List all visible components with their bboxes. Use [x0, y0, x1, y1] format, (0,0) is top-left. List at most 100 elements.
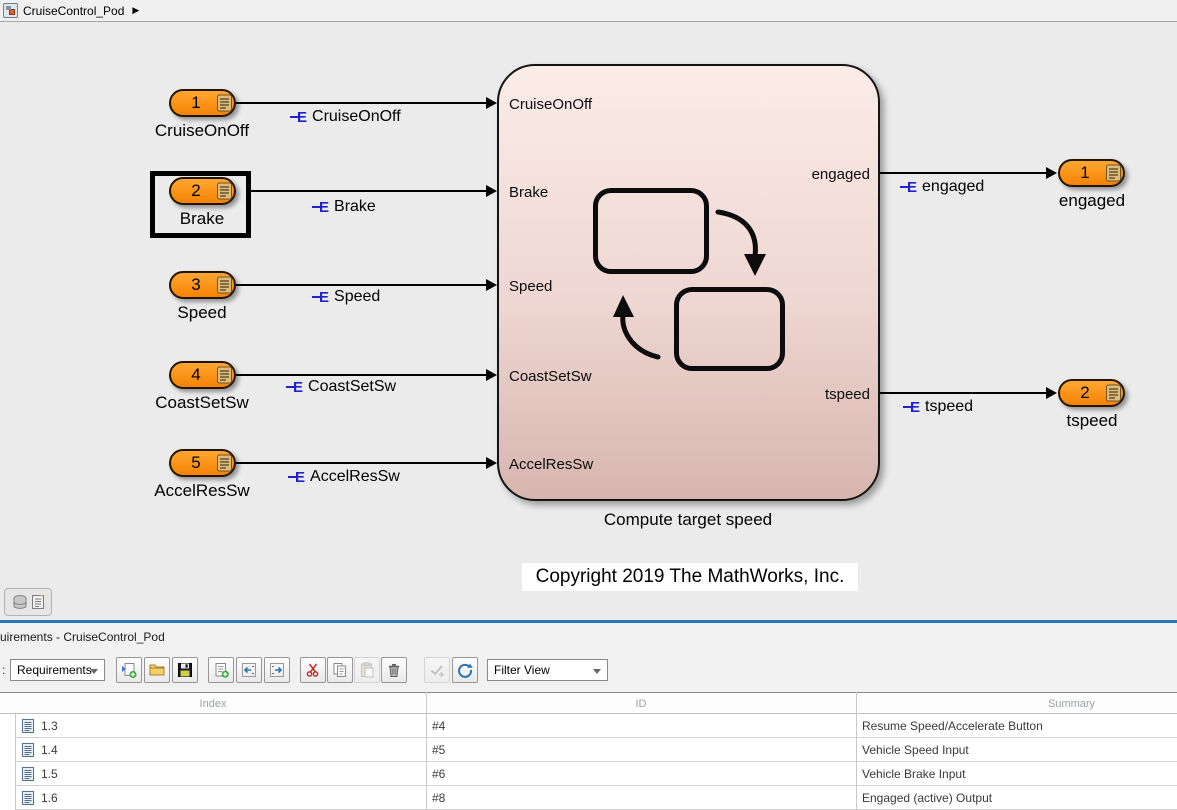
stateflow-chart-block[interactable]: CruiseOnOff Brake Speed CoastSetSw Accel… [497, 64, 880, 501]
add-link-icon [430, 665, 444, 677]
inport-block-accelressw[interactable]: 5 [169, 449, 236, 477]
inport-label[interactable]: Speed [177, 303, 227, 322]
inport-block-cruiseonoff[interactable]: 1 [169, 89, 236, 117]
signal-wire[interactable] [236, 102, 486, 104]
document-icon[interactable] [31, 594, 45, 610]
state-glyph [593, 188, 709, 274]
inport-label[interactable]: AccelResSw [154, 481, 250, 500]
column-header-summary[interactable]: Summary [1047, 698, 1096, 710]
canvas-badge-group[interactable] [4, 588, 52, 616]
signal-wire[interactable] [236, 374, 486, 376]
signal-name: Speed [334, 288, 381, 305]
cell-index: 1.6 [41, 791, 58, 805]
chevron-down-icon [90, 669, 98, 674]
paste-icon [361, 662, 374, 678]
port-number: 1 [191, 93, 201, 112]
table-row[interactable]: 1.4 #5 Vehicle Speed Input [15, 738, 1177, 762]
requirement-badge-icon[interactable] [217, 94, 232, 112]
chart-input-port: Speed [509, 278, 553, 295]
cell-id: #5 [432, 743, 446, 757]
outport-block-engaged[interactable]: 1 [1058, 159, 1125, 187]
requirement-badge-icon[interactable] [217, 454, 232, 472]
selection-rectangle [150, 171, 251, 238]
data-dictionary-icon[interactable] [12, 594, 28, 610]
signal-wire[interactable] [251, 190, 486, 192]
breadcrumb-caret-icon[interactable]: ▶ [132, 5, 140, 16]
signal-wire[interactable] [236, 462, 486, 464]
signal-name: tspeed [925, 398, 974, 415]
dropdown-value: Filter View [494, 663, 550, 677]
requirement-badge-icon[interactable] [217, 182, 232, 200]
new-requirement-set-icon [122, 663, 137, 679]
signal-icon: E [312, 290, 329, 305]
chevron-down-icon [593, 669, 601, 674]
table-row[interactable]: 1.3 #4 Resume Speed/Accelerate Button [15, 714, 1177, 738]
signal-label[interactable]: E Brake [312, 198, 376, 216]
outport-label[interactable]: tspeed [1066, 411, 1118, 430]
signal-label[interactable]: E CoastSetSw [286, 378, 396, 396]
add-link-button[interactable] [424, 657, 450, 683]
signal-label[interactable]: E engaged [900, 178, 984, 196]
requirements-panel: uirements - CruiseControl_Pod : Requirem… [0, 623, 1177, 810]
requirement-badge-icon[interactable] [217, 276, 232, 294]
chart-output-port: engaged [811, 166, 870, 183]
delete-button[interactable] [381, 657, 407, 683]
open-button[interactable] [144, 657, 170, 683]
demote-requirement-button[interactable] [264, 657, 290, 683]
copyright-annotation[interactable]: Copyright 2019 The MathWorks, Inc. [522, 563, 858, 591]
breadcrumb[interactable]: CruiseControl_Pod [23, 3, 125, 18]
wire-arrowhead-icon [486, 369, 497, 381]
signal-label[interactable]: E CruiseOnOff [290, 108, 401, 126]
model-canvas[interactable]: 1 CruiseOnOff 2 Brake 3 Speed 4 CoastSet… [0, 22, 1177, 620]
inport-block-speed[interactable]: 3 [169, 271, 236, 299]
paste-button[interactable] [354, 657, 380, 683]
requirement-badge-icon[interactable] [1106, 384, 1121, 402]
copy-icon [333, 663, 346, 677]
refresh-button[interactable] [452, 657, 478, 683]
requirement-badge-icon[interactable] [1106, 164, 1121, 182]
column-header-id[interactable]: ID [635, 698, 647, 710]
chart-name-label[interactable]: Compute target speed [603, 510, 773, 529]
save-button[interactable] [172, 657, 198, 683]
column-header-index[interactable]: Index [199, 698, 227, 710]
requirements-type-dropdown[interactable]: Requirements [10, 659, 105, 681]
inport-block-brake[interactable]: 2 [169, 177, 236, 205]
signal-wire[interactable] [880, 392, 1047, 394]
table-row[interactable]: 1.5 #6 Vehicle Brake Input [15, 762, 1177, 786]
cut-button[interactable] [300, 657, 326, 683]
cell-summary: Vehicle Brake Input [862, 767, 966, 781]
signal-name: CruiseOnOff [312, 108, 401, 125]
column-divider[interactable] [856, 692, 857, 810]
column-divider[interactable] [426, 692, 427, 810]
wire-arrowhead-icon [1046, 167, 1057, 179]
requirement-badge-icon[interactable] [217, 366, 232, 384]
cell-id: #4 [432, 719, 446, 733]
copy-button[interactable] [327, 657, 353, 683]
signal-label[interactable]: E AccelResSw [288, 468, 400, 486]
cut-icon [306, 663, 319, 677]
signal-label[interactable]: E Speed [312, 288, 380, 306]
promote-requirement-button[interactable] [236, 657, 262, 683]
wire-arrowhead-icon [486, 279, 497, 291]
add-requirement-button[interactable] [208, 657, 234, 683]
signal-wire[interactable] [236, 284, 486, 286]
cell-summary: Engaged (active) Output [862, 791, 993, 805]
panel-divider[interactable] [0, 620, 1177, 623]
port-number: 2 [1080, 383, 1090, 402]
new-requirement-set-button[interactable] [116, 657, 142, 683]
outport-block-tspeed[interactable]: 2 [1058, 379, 1125, 407]
requirement-doc-icon [22, 719, 34, 733]
table-row[interactable]: 1.6 #8 Engaged (active) Output [15, 786, 1177, 810]
inport-label[interactable]: Brake [179, 209, 225, 228]
inport-label[interactable]: CruiseOnOff [154, 121, 250, 140]
inport-label[interactable]: CoastSetSw [155, 393, 249, 412]
filter-view-dropdown[interactable]: Filter View [487, 659, 608, 681]
inport-block-coastsetsw[interactable]: 4 [169, 361, 236, 389]
trash-icon [389, 664, 399, 677]
cell-index: 1.4 [41, 743, 58, 757]
requirements-table-body: 1.3 #4 Resume Speed/Accelerate Button 1.… [0, 714, 1177, 810]
outport-label[interactable]: engaged [1058, 191, 1126, 210]
signal-label[interactable]: E tspeed [903, 398, 973, 416]
signal-wire[interactable] [880, 172, 1047, 174]
